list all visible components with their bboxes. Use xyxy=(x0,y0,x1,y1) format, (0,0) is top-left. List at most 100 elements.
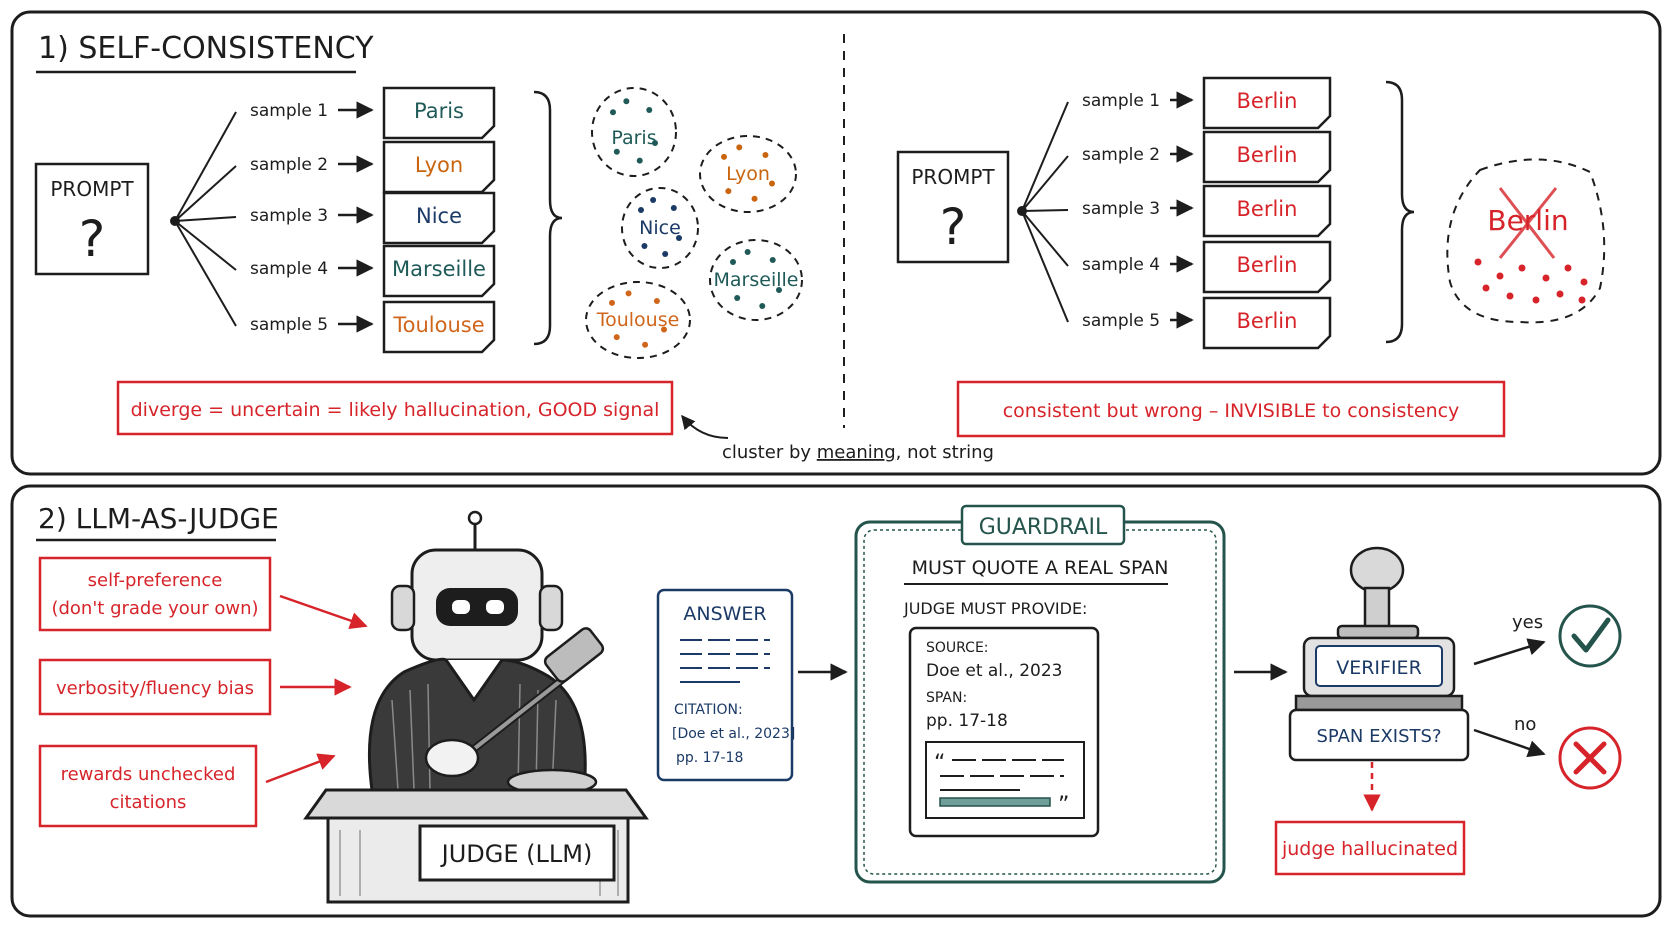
cluster-dot xyxy=(776,287,782,293)
verifier-no-label: no xyxy=(1514,714,1536,735)
right-fan-line xyxy=(1021,155,1069,212)
right-sample-label: sample 2 xyxy=(1082,145,1160,165)
left-sample-label: sample 2 xyxy=(250,155,328,175)
cluster-note-arrow xyxy=(681,414,729,439)
guardrail-source-label: SOURCE: xyxy=(926,640,989,656)
cluster-dot xyxy=(641,243,648,249)
right-prompt-box: PROMPT ? xyxy=(896,150,1010,264)
judge-nameplate xyxy=(418,824,616,882)
cluster-dot xyxy=(1518,264,1526,272)
left-sample-label: sample 3 xyxy=(250,206,328,226)
cluster-dot xyxy=(762,152,769,158)
verifier-base xyxy=(1288,708,1470,762)
left-prompt-label: PROMPT xyxy=(50,177,134,201)
cluster-dot xyxy=(642,341,649,348)
bias-arrow-1 xyxy=(279,594,368,630)
cluster-dot xyxy=(1556,290,1564,298)
cluster-note-emphasis: meaning xyxy=(817,442,896,463)
robot-ear-right xyxy=(538,584,564,632)
right-answer-text: Berlin xyxy=(1237,143,1298,167)
robot-judge-illustration: JUDGE (LLM) xyxy=(303,510,649,904)
left-fan-line xyxy=(174,220,237,327)
bias-citations: rewards unchecked citations xyxy=(38,744,258,828)
verifier-yes-label: yes xyxy=(1512,612,1543,633)
fail-note-text: judge hallucinated xyxy=(1281,838,1458,860)
right-prompt-label: PROMPT xyxy=(911,165,995,189)
robot-visor xyxy=(436,588,518,626)
left-brace xyxy=(533,90,563,346)
gavel-icon xyxy=(467,627,605,756)
right-sample-label: sample 5 xyxy=(1082,311,1160,331)
bias-citations-line1: rewards unchecked xyxy=(61,764,236,785)
right-fan-line xyxy=(1021,210,1069,267)
right-answer-card xyxy=(1202,240,1332,294)
cluster-label: Nice xyxy=(639,217,681,239)
guardrail-source-value: Doe et al., 2023 xyxy=(926,661,1063,681)
cluster-dot xyxy=(1506,292,1514,300)
cluster-dot xyxy=(623,98,630,105)
cluster-dot xyxy=(744,249,751,255)
left-answer-text: Marseille xyxy=(392,257,486,281)
bias-verbosity-text: verbosity/fluency bias xyxy=(56,678,254,699)
left-sample-label: sample 1 xyxy=(250,101,328,121)
robot-robe xyxy=(368,657,587,792)
right-cluster-cross-b xyxy=(1498,187,1558,259)
answer-card-title: ANSWER xyxy=(683,603,766,625)
cluster-dot xyxy=(1474,258,1482,266)
cluster-dot xyxy=(725,188,732,195)
cluster-dot xyxy=(662,251,669,257)
left-fan-line xyxy=(174,216,237,222)
cluster-outline xyxy=(591,87,677,177)
left-answer-card xyxy=(382,140,496,194)
left-sample-label: sample 4 xyxy=(250,259,328,279)
right-fan-line xyxy=(1021,209,1069,212)
right-fan-lines xyxy=(1021,101,1069,323)
bias-self-preference-line2: (don't grade your own) xyxy=(51,598,258,619)
cluster-dot xyxy=(613,148,620,155)
right-fan-line xyxy=(1021,101,1069,212)
guardrail-span-label: SPAN: xyxy=(926,690,967,706)
right-answer-text: Berlin xyxy=(1237,89,1298,113)
bias-self-preference-line1: self-preference xyxy=(88,570,223,591)
right-sample-label: sample 4 xyxy=(1082,255,1160,275)
left-fan-line xyxy=(174,165,237,222)
stamp-knob-icon xyxy=(1349,546,1405,594)
right-cluster: Berlin xyxy=(1446,158,1606,324)
left-sample-label: sample 5 xyxy=(250,315,328,335)
cluster-label: Lyon xyxy=(726,163,770,185)
cluster-note: cluster by meaning, not string xyxy=(722,442,994,463)
right-note-box xyxy=(956,380,1506,438)
right-sample-label: sample 3 xyxy=(1082,199,1160,219)
right-answer-text: Berlin xyxy=(1237,309,1298,333)
cluster-dot xyxy=(636,157,643,164)
left-prompt-box: PROMPT ? xyxy=(34,162,150,276)
left-answer-card xyxy=(382,244,496,298)
right-answer-card xyxy=(1202,130,1332,184)
cluster-outline xyxy=(621,187,699,269)
section1-title: 1) SELF-CONSISTENCY xyxy=(38,31,374,66)
cluster-dot xyxy=(613,334,620,341)
cluster-dot xyxy=(1496,272,1504,280)
guardrail-open-quote: “ xyxy=(934,751,945,776)
left-answer-text: Nice xyxy=(416,204,462,228)
verifier-yes-arrow xyxy=(1473,638,1546,666)
cluster-note-suffix: , not string xyxy=(896,442,994,463)
right-cluster-label: Berlin xyxy=(1487,204,1568,237)
check-icon xyxy=(1558,604,1622,668)
section-llm-judge-panel xyxy=(10,484,1662,918)
left-note-text: diverge = uncertain = likely hallucinati… xyxy=(131,399,660,421)
section-self-consistency-panel xyxy=(10,10,1662,476)
section2-title: 2) LLM-AS-JUDGE xyxy=(38,502,279,535)
guardrail-tab xyxy=(960,504,1126,546)
cluster-dot xyxy=(769,257,776,263)
right-answer-text: Berlin xyxy=(1237,197,1298,221)
cluster-dot xyxy=(769,180,775,187)
guardrail-close-quote: ” xyxy=(1058,793,1069,818)
cluster-dot xyxy=(653,298,660,304)
cluster-dot xyxy=(610,109,616,116)
bias-arrow-3 xyxy=(265,753,336,784)
robot-ear-left xyxy=(390,584,416,632)
cluster-dot xyxy=(1578,296,1586,304)
